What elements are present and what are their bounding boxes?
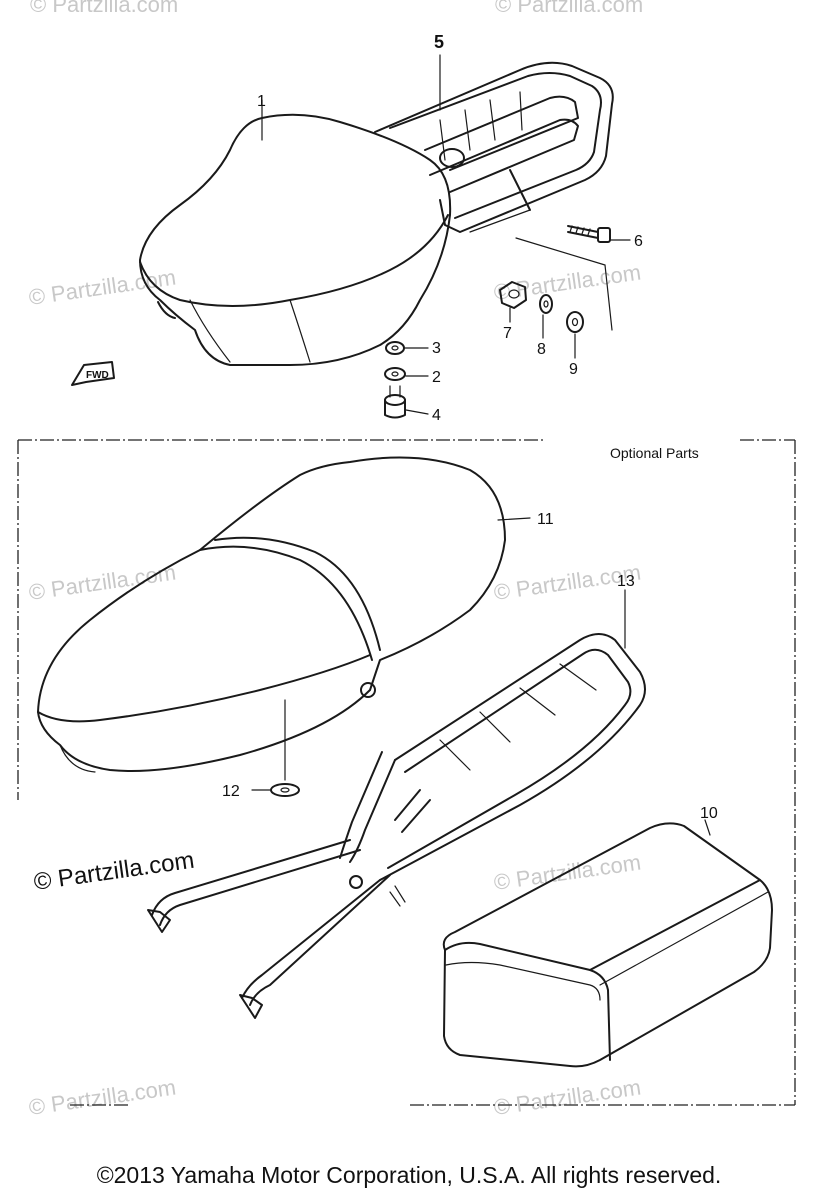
nut-7 [499,281,527,309]
callout-9: 9 [569,361,578,378]
copyright-notice: ©2013 Yamaha Motor Corporation, U.S.A. A… [96,1162,722,1188]
callout-11: 11 [537,511,554,528]
optional-parts-label: Optional Parts [610,445,699,461]
callout-1: 1 [257,93,266,110]
leaders-top [261,54,631,415]
washer-8 [539,294,553,314]
watermark: © Partzilla.com [30,0,178,17]
optional-parts-box [17,439,796,1106]
washer-9 [566,311,584,333]
carrier-rack-5 [374,61,614,233]
leaders-optional [251,517,711,836]
watermark: © Partzilla.com [27,1075,177,1120]
callout-13: 13 [617,573,635,590]
callout-6: 6 [634,233,643,250]
watermark: © Partzilla.com [27,560,177,605]
callout-3: 3 [432,340,441,357]
callout-12: 12 [222,783,240,800]
watermark: © Partzilla.com [492,1075,642,1120]
fwd-arrow-icon: FWD [71,361,115,386]
callout-5: 5 [434,32,444,52]
washer-2 [384,367,406,381]
seat-frame-13 [147,633,646,1019]
watermark: © Partzilla.com [495,0,643,17]
seat-11 [37,456,506,773]
pillion-pad-10 [442,822,773,1068]
leader-rack-bracket [515,237,613,331]
bolt-6 [567,225,611,243]
callout-2: 2 [432,369,441,386]
callout-8: 8 [537,341,546,358]
callout-7: 7 [503,325,512,342]
seat-1 [139,113,452,366]
fwd-label: FWD [86,370,109,381]
bushing-3 [385,341,405,355]
callout-4: 4 [432,407,441,424]
callout-10: 10 [700,805,718,822]
watermarks: © Partzilla.com © Partzilla.com © Partzi… [27,0,643,1120]
watermark-main: © Partzilla.com [32,847,196,896]
washer-12 [270,783,300,797]
watermark: © Partzilla.com [27,265,177,310]
bolt-4 [384,385,406,419]
